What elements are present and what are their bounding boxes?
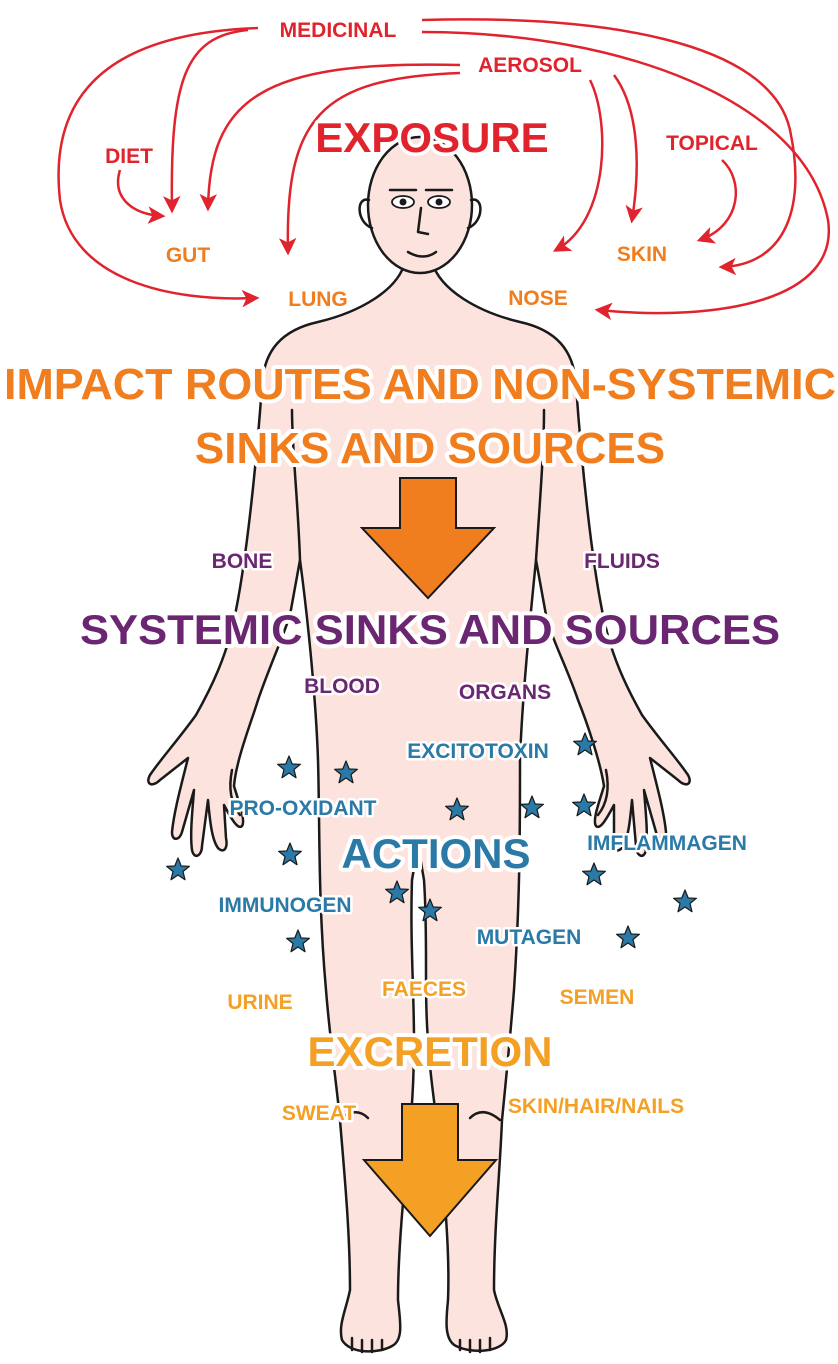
systemic-blood: BLOOD bbox=[304, 675, 380, 698]
arrow-aerosol-skin bbox=[614, 75, 637, 220]
systemic-organs: ORGANS bbox=[459, 681, 551, 704]
excretion-semen: SEMEN bbox=[560, 986, 635, 1009]
action-imflammagen: IMFLAMMAGEN bbox=[587, 832, 747, 855]
action-mutagen: MUTAGEN bbox=[477, 926, 582, 949]
route-skin: SKIN bbox=[617, 243, 667, 266]
impact-title-line1: IMPACT ROUTES AND NON-SYSTEMIC bbox=[4, 360, 836, 409]
impact-title-line2: SINKS AND SOURCES bbox=[195, 424, 665, 473]
action-excitotoxin: EXCITOTOXIN bbox=[407, 740, 549, 763]
arrow-medicinal-lung bbox=[59, 28, 258, 298]
star-icon bbox=[278, 756, 301, 778]
action-immunogen: IMMUNOGEN bbox=[219, 894, 352, 917]
route-gut: GUT bbox=[166, 244, 211, 267]
systemic-title: SYSTEMIC SINKS AND SOURCES bbox=[80, 606, 780, 653]
star-icon bbox=[674, 890, 697, 912]
excretion-skin-hair-nails: SKIN/HAIR/NAILS bbox=[508, 1095, 684, 1118]
source-aerosol: AEROSOL bbox=[478, 54, 582, 77]
star-icon bbox=[287, 930, 310, 952]
excretion-faeces: FAECES bbox=[382, 978, 466, 1001]
systemic-fluids: FLUIDS bbox=[584, 550, 660, 573]
source-diet: DIET bbox=[105, 145, 153, 168]
star-icon bbox=[573, 794, 596, 816]
source-medicinal: MEDICINAL bbox=[280, 19, 397, 42]
star-icon bbox=[521, 796, 544, 818]
star-icon bbox=[617, 926, 640, 948]
excretion-title: EXCRETION bbox=[307, 1028, 552, 1075]
action-pro-oxidant: PRO-OXIDANT bbox=[230, 797, 377, 820]
arrow-diet-gut bbox=[118, 170, 162, 216]
star-icon bbox=[167, 858, 190, 880]
route-lung: LUNG bbox=[288, 288, 348, 311]
excretion-urine: URINE bbox=[227, 991, 292, 1014]
systemic-bone: BONE bbox=[212, 550, 273, 573]
actions-title: ACTIONS bbox=[342, 830, 531, 877]
arrow-topical-skin bbox=[700, 160, 736, 240]
excretion-sweat: SWEAT bbox=[282, 1102, 356, 1125]
arrow-aerosol-nose bbox=[556, 80, 602, 250]
star-icon bbox=[583, 863, 606, 885]
source-topical: TOPICAL bbox=[666, 132, 758, 155]
route-nose: NOSE bbox=[508, 287, 568, 310]
star-icon bbox=[279, 843, 302, 865]
exposure-title: EXPOSURE bbox=[315, 114, 548, 161]
